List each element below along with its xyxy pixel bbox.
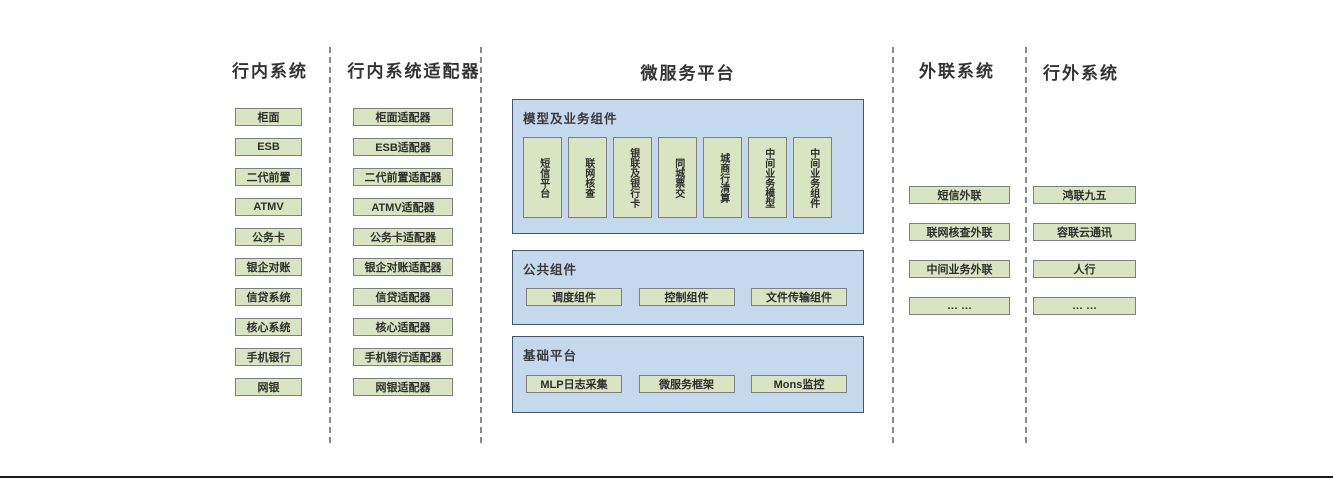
internal-system-box: 信贷系统 — [235, 288, 302, 306]
internal-adapter-box: 公务卡适配器 — [353, 228, 453, 246]
external-system-box: … … — [1033, 297, 1136, 315]
internal-system-box: ATMV — [235, 198, 302, 216]
internal-systems-list: 柜面 ESB 二代前置 ATMV 公务卡银企对账信贷系统核心系统手机银行网银 — [235, 108, 302, 396]
outreach-system-box: 中间业务外联 — [909, 260, 1010, 278]
panel-label: 模型及业务组件 — [523, 112, 618, 126]
panel-label: 公共组件 — [523, 263, 578, 277]
model-component-box: 城商行清算 — [703, 137, 742, 218]
panel-common-components: 公共组件 调度组件控制组件文件传输组件 — [512, 250, 864, 325]
panel-label: 基础平台 — [523, 349, 578, 363]
header-external-systems: 行外系统 — [1043, 64, 1119, 83]
model-component-box: 中间业务组件 — [793, 137, 832, 218]
external-systems-list: 鸿联九五容联云通讯人行 … … — [1033, 186, 1136, 315]
common-component-box: 文件传输组件 — [751, 288, 847, 306]
common-components-row: 调度组件控制组件文件传输组件 — [526, 288, 847, 306]
panel-base-platform: 基础平台 MLP日志采集微服务框架 Mons监控 — [512, 336, 864, 413]
header-outreach-systems: 外联系统 — [919, 62, 995, 81]
header-internal-adapters: 行内系统适配器 — [347, 62, 481, 81]
base-platform-box: Mons监控 — [751, 375, 847, 393]
external-system-box: 容联云通讯 — [1033, 223, 1136, 241]
model-component-box: 短信平台 — [523, 137, 562, 218]
header-microservice-platform: 微服务平台 — [640, 64, 736, 83]
panel-model-business-components: 模型及业务组件 短信平台联网核查银联及银行卡同城票交城商行清算中间业务模型中间业… — [512, 99, 864, 234]
model-components-row: 短信平台联网核查银联及银行卡同城票交城商行清算中间业务模型中间业务组件 — [523, 137, 832, 218]
separator-line-3 — [892, 47, 894, 443]
bottom-divider-line — [0, 476, 1333, 478]
header-internal-systems: 行内系统 — [232, 62, 308, 81]
common-component-box: 调度组件 — [526, 288, 622, 306]
internal-adapter-box: 二代前置适配器 — [353, 168, 453, 186]
internal-adapter-box: 柜面适配器 — [353, 108, 453, 126]
internal-adapter-box: 信贷适配器 — [353, 288, 453, 306]
base-platform-box: 微服务框架 — [638, 375, 735, 393]
internal-system-box: 公务卡 — [235, 228, 302, 246]
model-component-box: 同城票交 — [658, 137, 697, 218]
internal-adapter-box: 银企对账适配器 — [353, 258, 453, 276]
outreach-system-box: … … — [909, 297, 1010, 315]
base-platform-box: MLP日志采集 — [526, 375, 622, 393]
internal-system-box: 二代前置 — [235, 168, 302, 186]
internal-system-box: 网银 — [235, 378, 302, 396]
outreach-system-box: 短信外联 — [909, 186, 1010, 204]
separator-line-1 — [329, 47, 331, 443]
internal-adapters-list: 柜面适配器 ESB适配器二代前置适配器 ATMV适配器公务卡适配器银企对账适配器信贷… — [353, 108, 453, 396]
outreach-systems-list: 短信外联联网核查外联中间业务外联 … … — [909, 186, 1010, 315]
model-component-box: 中间业务模型 — [748, 137, 787, 218]
external-system-box: 鸿联九五 — [1033, 186, 1136, 204]
internal-system-box: 手机银行 — [235, 348, 302, 366]
internal-adapter-box: 网银适配器 — [353, 378, 453, 396]
separator-line-2 — [480, 47, 482, 443]
internal-system-box: 银企对账 — [235, 258, 302, 276]
internal-adapter-box: ESB适配器 — [353, 138, 453, 156]
internal-adapter-box: 手机银行适配器 — [353, 348, 453, 366]
internal-system-box: 核心系统 — [235, 318, 302, 336]
separator-line-4 — [1025, 47, 1027, 443]
model-component-box: 银联及银行卡 — [613, 137, 652, 218]
internal-adapter-box: 核心适配器 — [353, 318, 453, 336]
internal-system-box: 柜面 — [235, 108, 302, 126]
external-system-box: 人行 — [1033, 260, 1136, 278]
internal-adapter-box: ATMV适配器 — [353, 198, 453, 216]
common-component-box: 控制组件 — [638, 288, 735, 306]
base-platform-row: MLP日志采集微服务框架 Mons监控 — [526, 375, 847, 393]
model-component-box: 联网核查 — [568, 137, 607, 218]
outreach-system-box: 联网核查外联 — [909, 223, 1010, 241]
internal-system-box: ESB — [235, 138, 302, 156]
